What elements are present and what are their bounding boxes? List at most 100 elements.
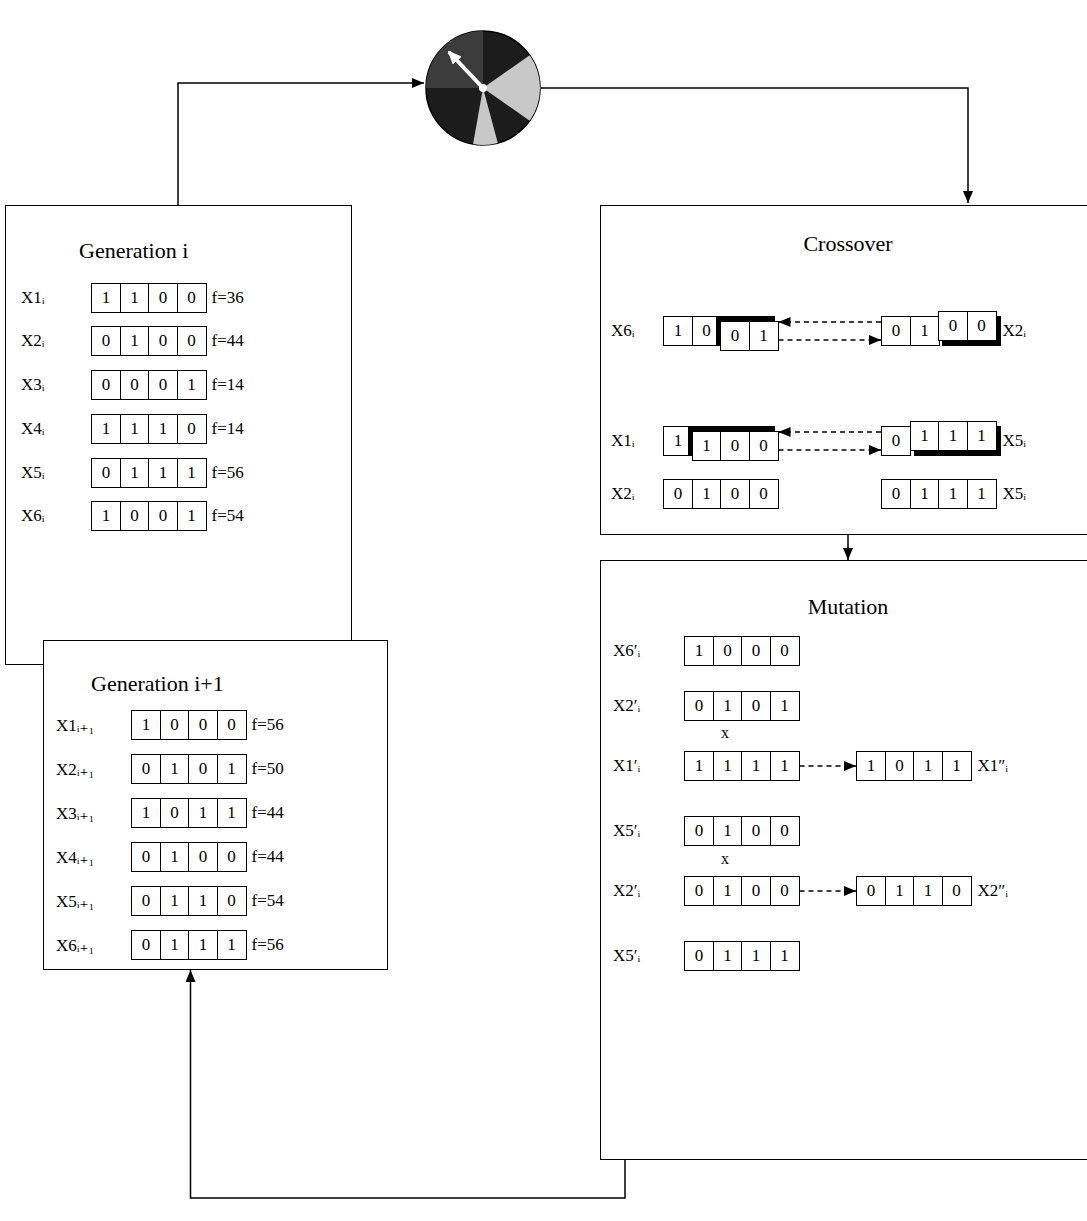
chromosome: 0110X2″ᵢ	[856, 876, 1008, 906]
swap-arrow	[779, 449, 882, 451]
gene-cell: 1	[938, 479, 968, 509]
fitness-value: f=56	[252, 715, 284, 735]
gene-cell: 0	[217, 842, 247, 872]
chromosome: X3ᵢ₊₁1011f=44	[56, 798, 284, 828]
gene-cell: 1	[177, 458, 207, 488]
chromosome: X2′ᵢ0101	[613, 691, 800, 721]
gene-cells: 0100	[663, 479, 779, 509]
gene-cell: 0	[741, 636, 771, 666]
flow-arrow	[178, 83, 424, 205]
gene-cell: 0	[148, 326, 178, 356]
gene-cell: 1	[663, 316, 693, 346]
chromosome-name: X2ᵢ	[1003, 321, 1027, 341]
gene-cell: 1	[188, 886, 218, 916]
stage-title: Generation i	[79, 238, 188, 264]
crossover-mark: x	[721, 724, 729, 742]
gene-cell: 0	[720, 321, 750, 351]
gene-cell: 1	[91, 283, 121, 313]
fitness-value: f=54	[252, 891, 284, 911]
gene-cells: 1001	[91, 501, 207, 531]
gene-cell: 0	[91, 370, 121, 400]
fitness-value: f=44	[252, 847, 284, 867]
wheel-pointer	[449, 52, 483, 88]
fitness-value: f=54	[212, 506, 244, 526]
gene-cell: 0	[720, 431, 750, 461]
gene-cell: 1	[188, 930, 218, 960]
swapped-segment: 00	[938, 311, 997, 341]
chromosome-name: X1ᵢ	[21, 288, 91, 308]
swapped-segment: 01	[720, 321, 779, 351]
gene-cell: 0	[770, 636, 800, 666]
chromosome-name: X4ᵢ	[21, 419, 91, 439]
gene-cell: 1	[692, 431, 722, 461]
chromosome: X6′ᵢ1000	[613, 636, 800, 666]
gene-cell: 1	[131, 710, 161, 740]
gene-cell: 0	[177, 326, 207, 356]
gene-cells: 1011	[856, 751, 972, 781]
swap-arrow	[800, 890, 857, 892]
gene-cell: 1	[692, 479, 722, 509]
gene-cells: 1000	[131, 710, 247, 740]
gene-cell: 1	[684, 636, 714, 666]
gene-cell: 1	[177, 370, 207, 400]
gene-cell: 0	[160, 798, 190, 828]
flow-arrow	[847, 535, 849, 560]
chromosome: 0111X5ᵢ	[881, 479, 1026, 509]
chromosome: X4ᵢ₊₁0100f=44	[56, 842, 284, 872]
gene-cell: 1	[938, 421, 968, 451]
gene-cells: 1011	[131, 798, 247, 828]
gene-cell: 0	[120, 370, 150, 400]
wheel-sector	[426, 31, 483, 88]
gene-cell: 0	[741, 876, 771, 906]
chromosome-name: X6ᵢ	[21, 506, 91, 526]
gene-cells: 0001	[91, 370, 207, 400]
stage-title: Generation i+1	[91, 671, 224, 697]
gene-cell: 1	[160, 886, 190, 916]
chromosome-name: X1ᵢ₊₁	[56, 715, 131, 736]
fitness-value: f=44	[252, 803, 284, 823]
gene-cell: 0	[188, 754, 218, 784]
gene-cell: 0	[942, 876, 972, 906]
gene-cell: 0	[741, 816, 771, 846]
gene-cells: 0111	[131, 930, 247, 960]
gene-cell: 0	[749, 431, 779, 461]
swap-arrow	[779, 321, 882, 323]
chromosome: X5ᵢ0111f=56	[21, 458, 244, 488]
gene-cells: 0101	[684, 691, 800, 721]
wheel-sector	[473, 88, 498, 145]
gene-cell: 0	[177, 414, 207, 444]
chromosome-name: X1′ᵢ	[613, 756, 684, 776]
gene-cell: 1	[913, 751, 943, 781]
chromosome-name: X2′ᵢ	[613, 881, 684, 901]
gene-cell: 0	[770, 876, 800, 906]
wheel-hub	[479, 84, 487, 92]
swapped-segment: 100	[692, 431, 779, 461]
gene-cell: 0	[684, 941, 714, 971]
gene-cell: 1	[713, 816, 743, 846]
gene-cell: 0	[91, 326, 121, 356]
chromosome: X6ᵢ1001	[611, 316, 779, 346]
gene-cell: 0	[885, 751, 915, 781]
gene-cells: 0100	[131, 842, 247, 872]
fitness-value: f=44	[212, 331, 244, 351]
gene-cell: 0	[770, 816, 800, 846]
gene-cell: 0	[692, 316, 722, 346]
wheel-disc	[426, 31, 540, 145]
gene-cells: 0100	[91, 326, 207, 356]
chromosome: X2′ᵢ0100	[613, 876, 800, 906]
gene-cell: 0	[881, 426, 911, 456]
chromosome: X6ᵢ₊₁0111f=56	[56, 930, 284, 960]
gene-cell: 0	[188, 842, 218, 872]
fitness-value: f=14	[212, 375, 244, 395]
chromosome: X2ᵢ0100f=44	[21, 326, 244, 356]
gene-cells: 1110	[91, 414, 207, 444]
gene-cell: 1	[713, 876, 743, 906]
stage-box: MutationX6′ᵢ1000X2′ᵢ0101X1′ᵢ11111011X1″ᵢ…	[600, 560, 1087, 1160]
fitness-value: f=56	[252, 935, 284, 955]
gene-cell: 0	[131, 930, 161, 960]
chromosome: X4ᵢ1110f=14	[21, 414, 244, 444]
fitness-value: f=14	[212, 419, 244, 439]
swap-arrow	[779, 339, 882, 341]
